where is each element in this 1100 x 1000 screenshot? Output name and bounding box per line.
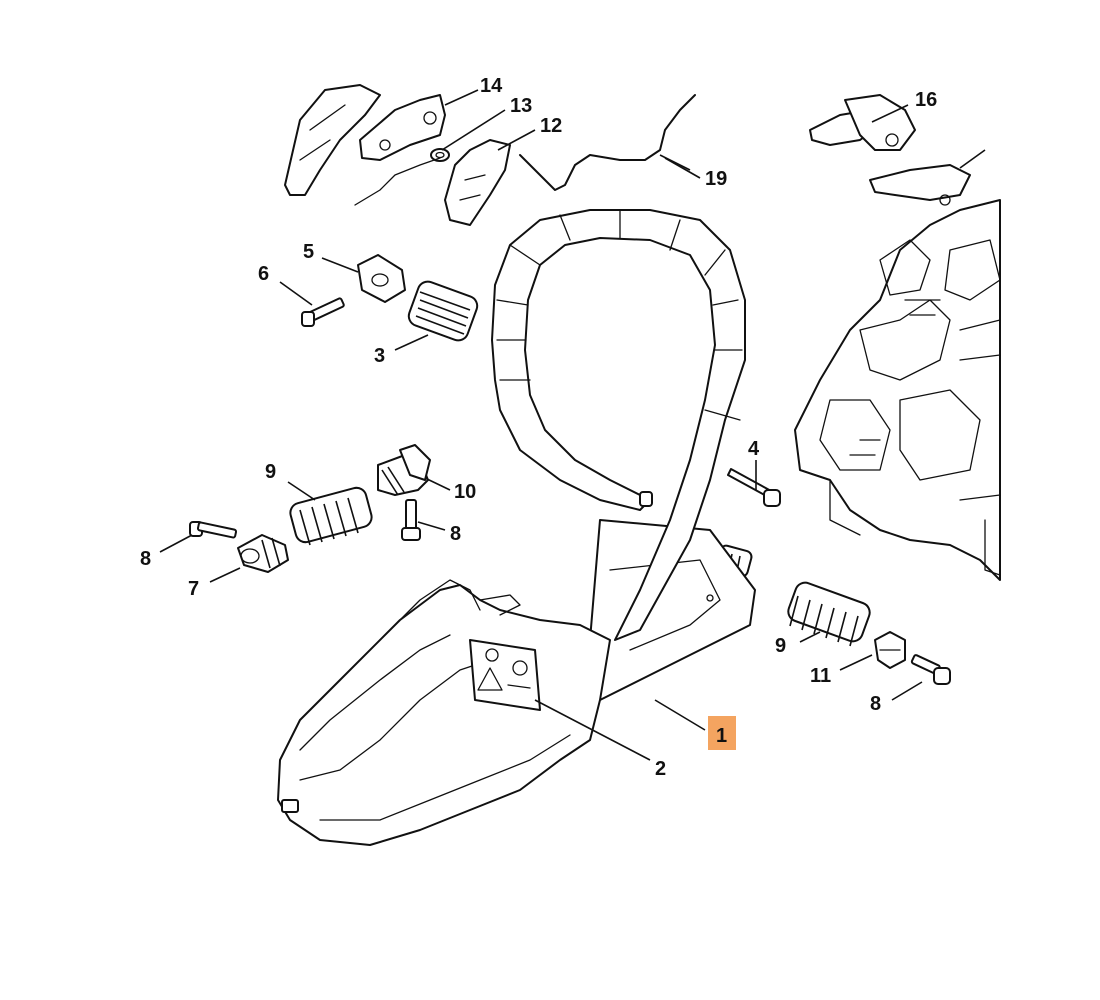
screw-8-right (910, 654, 951, 685)
sleeve-10 (377, 444, 431, 496)
nut-block-5 (357, 254, 406, 303)
bolt-4 (727, 468, 781, 507)
bushing-7 (237, 534, 289, 573)
leader-lines (159, 89, 986, 761)
callout-14: 14 (480, 75, 503, 97)
callout-19: 19 (705, 168, 727, 190)
trigger-rod-line (354, 157, 441, 206)
callout-12: 12 (540, 115, 562, 137)
callout-9-left: 9 (265, 461, 276, 483)
callout-8-left: 8 (140, 548, 151, 570)
screw-8-center (401, 499, 421, 541)
handle-molding-top (284, 84, 381, 196)
callout-7: 7 (188, 578, 199, 600)
handlebar-assembly (277, 209, 756, 846)
callout-4: 4 (748, 438, 760, 460)
engine-housing (794, 199, 1001, 581)
spring-3 (407, 280, 479, 342)
callout-10: 10 (454, 481, 476, 503)
screw-8-left (189, 521, 238, 539)
choke-assembly (809, 94, 916, 151)
throttle-trigger-plate (359, 94, 446, 161)
linkage-bracket (869, 164, 971, 206)
callout-16: 16 (915, 89, 937, 111)
callout-13: 13 (510, 95, 532, 117)
callout-8-center: 8 (450, 523, 461, 545)
o-ring (430, 148, 450, 162)
spring-9-right (787, 581, 871, 647)
clip-11 (874, 631, 906, 669)
callout-1: 1 (716, 725, 727, 747)
callout-11: 11 (810, 665, 831, 687)
callout-8-right: 8 (870, 693, 881, 715)
interlock-lever (444, 139, 511, 226)
spring-9-left (289, 486, 373, 546)
throttle-rod (519, 94, 696, 191)
callout-6: 6 (258, 263, 269, 285)
screw-6 (301, 297, 345, 327)
callout-3: 3 (374, 345, 385, 367)
callout-9-right: 9 (775, 635, 786, 657)
callout-2: 2 (655, 758, 666, 780)
callout-5: 5 (303, 241, 314, 263)
callout-1-highlight (708, 716, 736, 750)
